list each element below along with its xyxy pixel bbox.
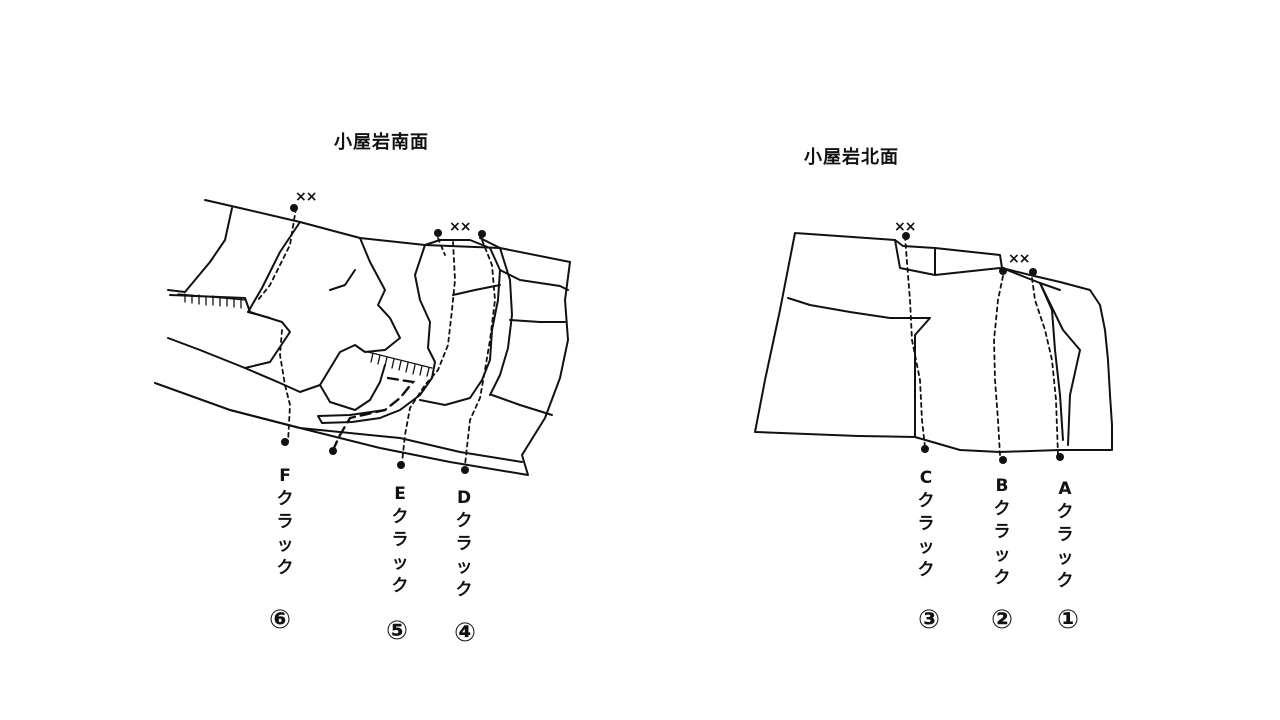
crack-line-f xyxy=(257,207,297,443)
crack-letter-e: E xyxy=(394,484,406,504)
crack-letter-c: C xyxy=(919,468,933,488)
crack-number-4: ④ xyxy=(453,618,476,648)
crack-number-3: ③ xyxy=(917,605,940,635)
crack-text-c: クラック xyxy=(917,491,935,580)
crack-number-5: ⑤ xyxy=(385,616,408,646)
crack-line-b xyxy=(993,275,1004,456)
north-face-title: 小屋岩北面 xyxy=(804,147,899,168)
crack-text-a: クラック xyxy=(1056,502,1074,591)
north-marker-2: ×× xyxy=(1008,251,1030,267)
crack-letter-f: F xyxy=(279,466,291,486)
crack-line-e xyxy=(401,241,456,464)
crack-letter-b: B xyxy=(995,476,1009,496)
north-marker-1: ×× xyxy=(894,219,916,235)
south-marker-2: ×× xyxy=(449,219,471,235)
crack-number-1: ① xyxy=(1056,605,1079,635)
crack-label-e: E クラック xyxy=(388,483,412,598)
crack-label-c: C クラック xyxy=(914,467,938,582)
south-marker-1: ×× xyxy=(295,189,317,205)
crack-number-2: ② xyxy=(990,605,1013,635)
crack-label-d: D クラック xyxy=(452,487,476,602)
crack-label-a: A クラック xyxy=(1053,478,1077,593)
south-face-title: 小屋岩南面 xyxy=(334,132,429,153)
crack-label-b: B クラック xyxy=(990,475,1014,590)
crack-line-c xyxy=(904,235,926,448)
crack-text-d: クラック xyxy=(455,511,473,600)
crack-label-f: F クラック xyxy=(273,465,297,580)
south-face-outline xyxy=(154,199,571,476)
crack-number-6: ⑥ xyxy=(268,605,291,635)
north-face-outline xyxy=(754,232,1113,453)
crack-line-d xyxy=(437,237,496,466)
crack-text-e: クラック xyxy=(391,507,409,596)
south-hatching xyxy=(177,293,433,377)
crack-letter-a: A xyxy=(1058,479,1072,499)
crack-line-e2 xyxy=(331,376,416,452)
crack-text-b: クラック xyxy=(993,499,1011,588)
pin-markers xyxy=(281,204,1064,474)
crack-line-a xyxy=(1031,277,1059,456)
crack-letter-d: D xyxy=(456,488,472,508)
crack-text-f: クラック xyxy=(276,489,294,578)
